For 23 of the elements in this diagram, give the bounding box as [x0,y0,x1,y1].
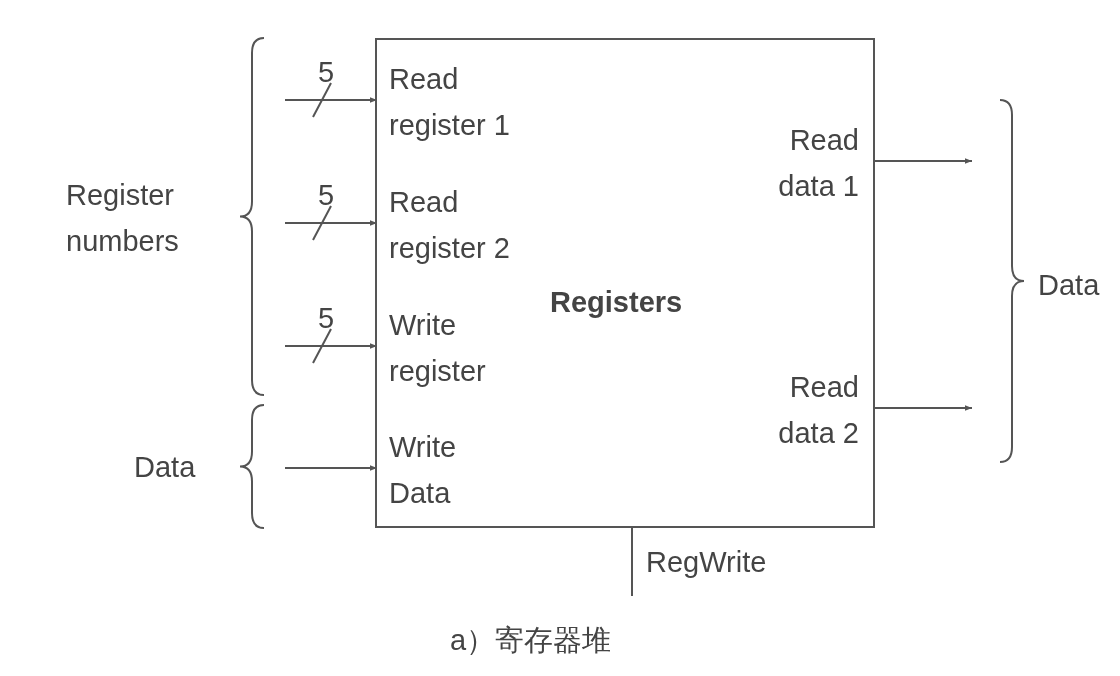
block-title: Registers [550,286,683,319]
signal-label: RegWrite [646,545,767,580]
control-line [631,527,633,597]
port-label: Read register 2 [377,179,524,271]
arrow [872,405,973,411]
figure-caption: a）寄存器堆 [450,623,612,658]
bus-width-label: 5 [318,178,335,213]
bus-width-label: 5 [318,55,335,90]
bus-width-label: 5 [318,301,335,336]
bus-arrow [284,328,378,364]
arrow [284,465,378,471]
group-label: Data [134,450,196,485]
bus-arrow [284,82,378,118]
bus-arrow [284,205,378,241]
group-label: Register numbers [66,178,180,259]
register-file-box [375,38,875,528]
group-label: Data [1038,268,1100,303]
port-label: Write register [377,302,524,394]
port-label: Read data 1 [739,117,873,209]
arrow [872,158,973,164]
port-label: Read register 1 [377,56,524,148]
port-label: Write Data [377,424,524,516]
port-label: Read data 2 [739,364,873,456]
